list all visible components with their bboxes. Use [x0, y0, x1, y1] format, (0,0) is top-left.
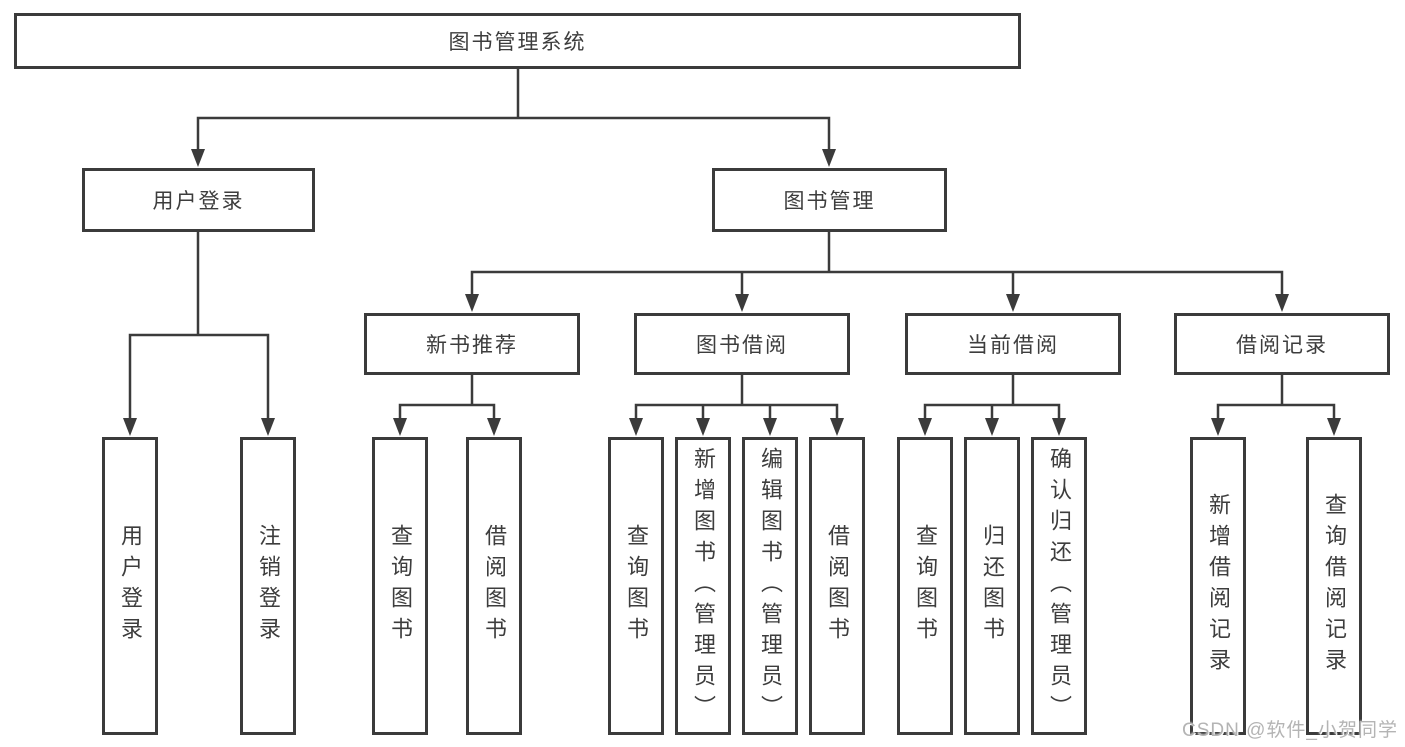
leaf-borrow-book: 借阅图书 [466, 437, 522, 735]
leaf-add-book-admin: 新增图书（管理员） [675, 437, 731, 735]
arrowhead [629, 418, 643, 436]
node-user-login: 用户登录 [82, 168, 315, 232]
arrowhead [696, 418, 710, 436]
leaf-add-borrow-record: 新增借阅记录 [1190, 437, 1246, 735]
arrowhead [830, 418, 844, 436]
connector-root-to-level2 [196, 67, 831, 152]
arrowhead [123, 418, 137, 436]
arrowhead [1327, 418, 1341, 436]
arrowhead [465, 294, 479, 312]
leaf-query-borrow-record: 查询借阅记录 [1306, 437, 1362, 735]
csdn-watermark: CSDN @软件_小贺同学 [1182, 720, 1398, 741]
arrowhead [763, 418, 777, 436]
connector-book-management-children [470, 230, 1284, 297]
leaf-query-book: 查询图书 [608, 437, 664, 735]
arrowhead [822, 149, 836, 167]
arrowhead [1275, 294, 1289, 312]
leaf-borrow-book: 借阅图书 [809, 437, 865, 735]
node-current-borrow: 当前借阅 [905, 313, 1121, 375]
leaf-query-book: 查询图书 [372, 437, 428, 735]
node-book-management: 图书管理 [712, 168, 947, 232]
arrowhead [735, 294, 749, 312]
leaf-return-book: 归还图书 [964, 437, 1020, 735]
leaf-query-book: 查询图书 [897, 437, 953, 735]
arrowhead [1211, 418, 1225, 436]
arrowhead [487, 418, 501, 436]
node-book-borrow: 图书借阅 [634, 313, 850, 375]
leaf-edit-book-admin: 编辑图书（管理员） [742, 437, 798, 735]
leaf-user-login: 用户登录 [102, 437, 158, 735]
node-borrow-record: 借阅记录 [1174, 313, 1390, 375]
arrowhead [985, 418, 999, 436]
arrowhead [261, 418, 275, 436]
arrowhead [393, 418, 407, 436]
connector-borrow-record-children [1216, 373, 1336, 421]
connector-new-book-recommend-children [398, 373, 496, 421]
arrowheads [123, 149, 1341, 436]
node-new-book-recommend: 新书推荐 [364, 313, 580, 375]
connector-current-borrow-children [923, 373, 1061, 421]
arrowhead [1052, 418, 1066, 436]
connector-user-login-children [128, 230, 270, 421]
arrowhead [918, 418, 932, 436]
leaf-logout-login: 注销登录 [240, 437, 296, 735]
node-root: 图书管理系统 [14, 13, 1021, 69]
arrowhead [191, 149, 205, 167]
arrowhead [1006, 294, 1020, 312]
connector-book-borrow-children [634, 373, 839, 421]
leaf-confirm-return-admin: 确认归还（管理员） [1031, 437, 1087, 735]
